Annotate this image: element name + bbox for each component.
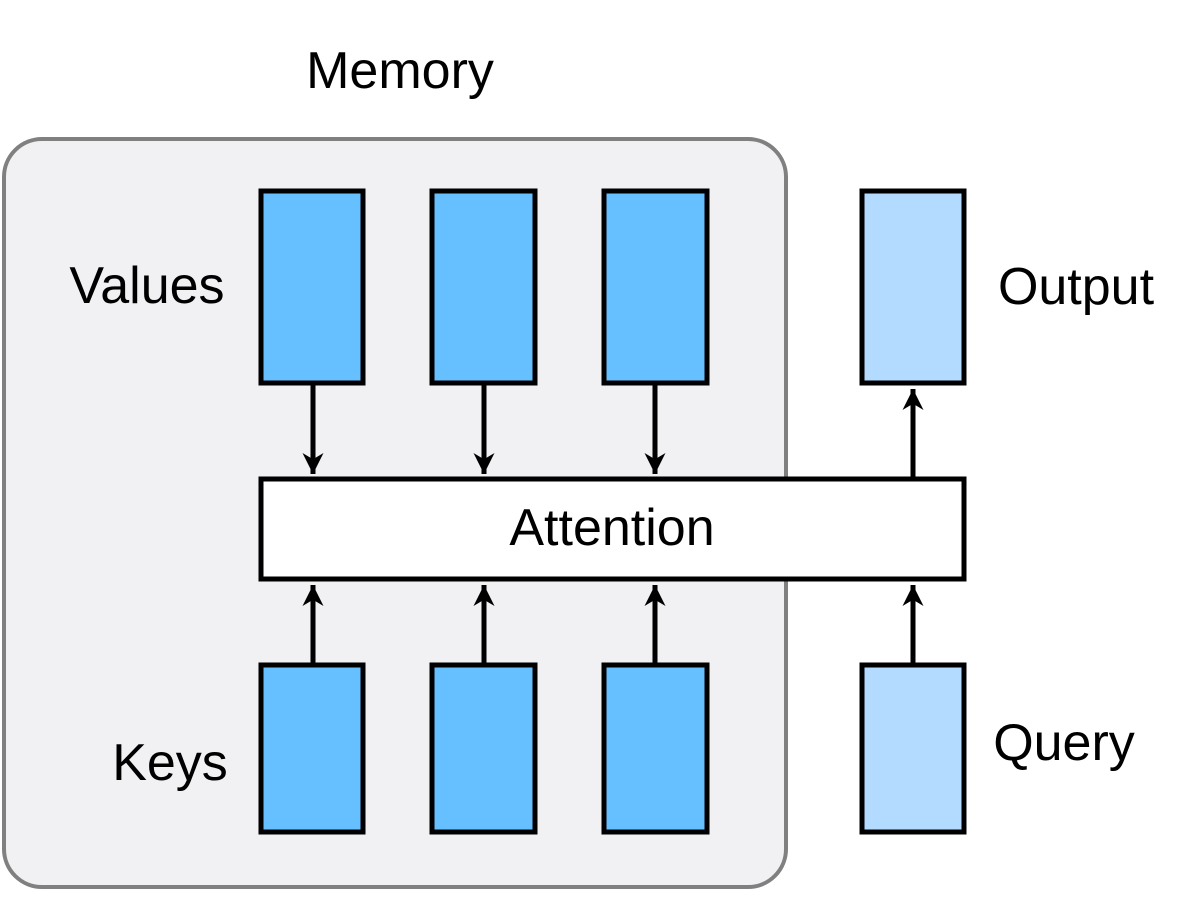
value-vector	[258, 188, 366, 386]
query-vector	[859, 662, 967, 835]
output-vector	[859, 188, 967, 386]
memory-title: Memory	[306, 42, 494, 100]
key-vector	[601, 662, 710, 835]
keys-label: Keys	[112, 734, 228, 792]
value-vector	[601, 188, 710, 386]
values-label: Values	[69, 257, 224, 315]
key-vector	[258, 662, 366, 835]
key-vector	[429, 662, 538, 835]
query-label: Query	[993, 714, 1135, 772]
attention-block	[258, 476, 967, 582]
value-vector	[429, 188, 538, 386]
output-label: Output	[998, 258, 1155, 316]
attention-label: Attention	[509, 499, 714, 557]
